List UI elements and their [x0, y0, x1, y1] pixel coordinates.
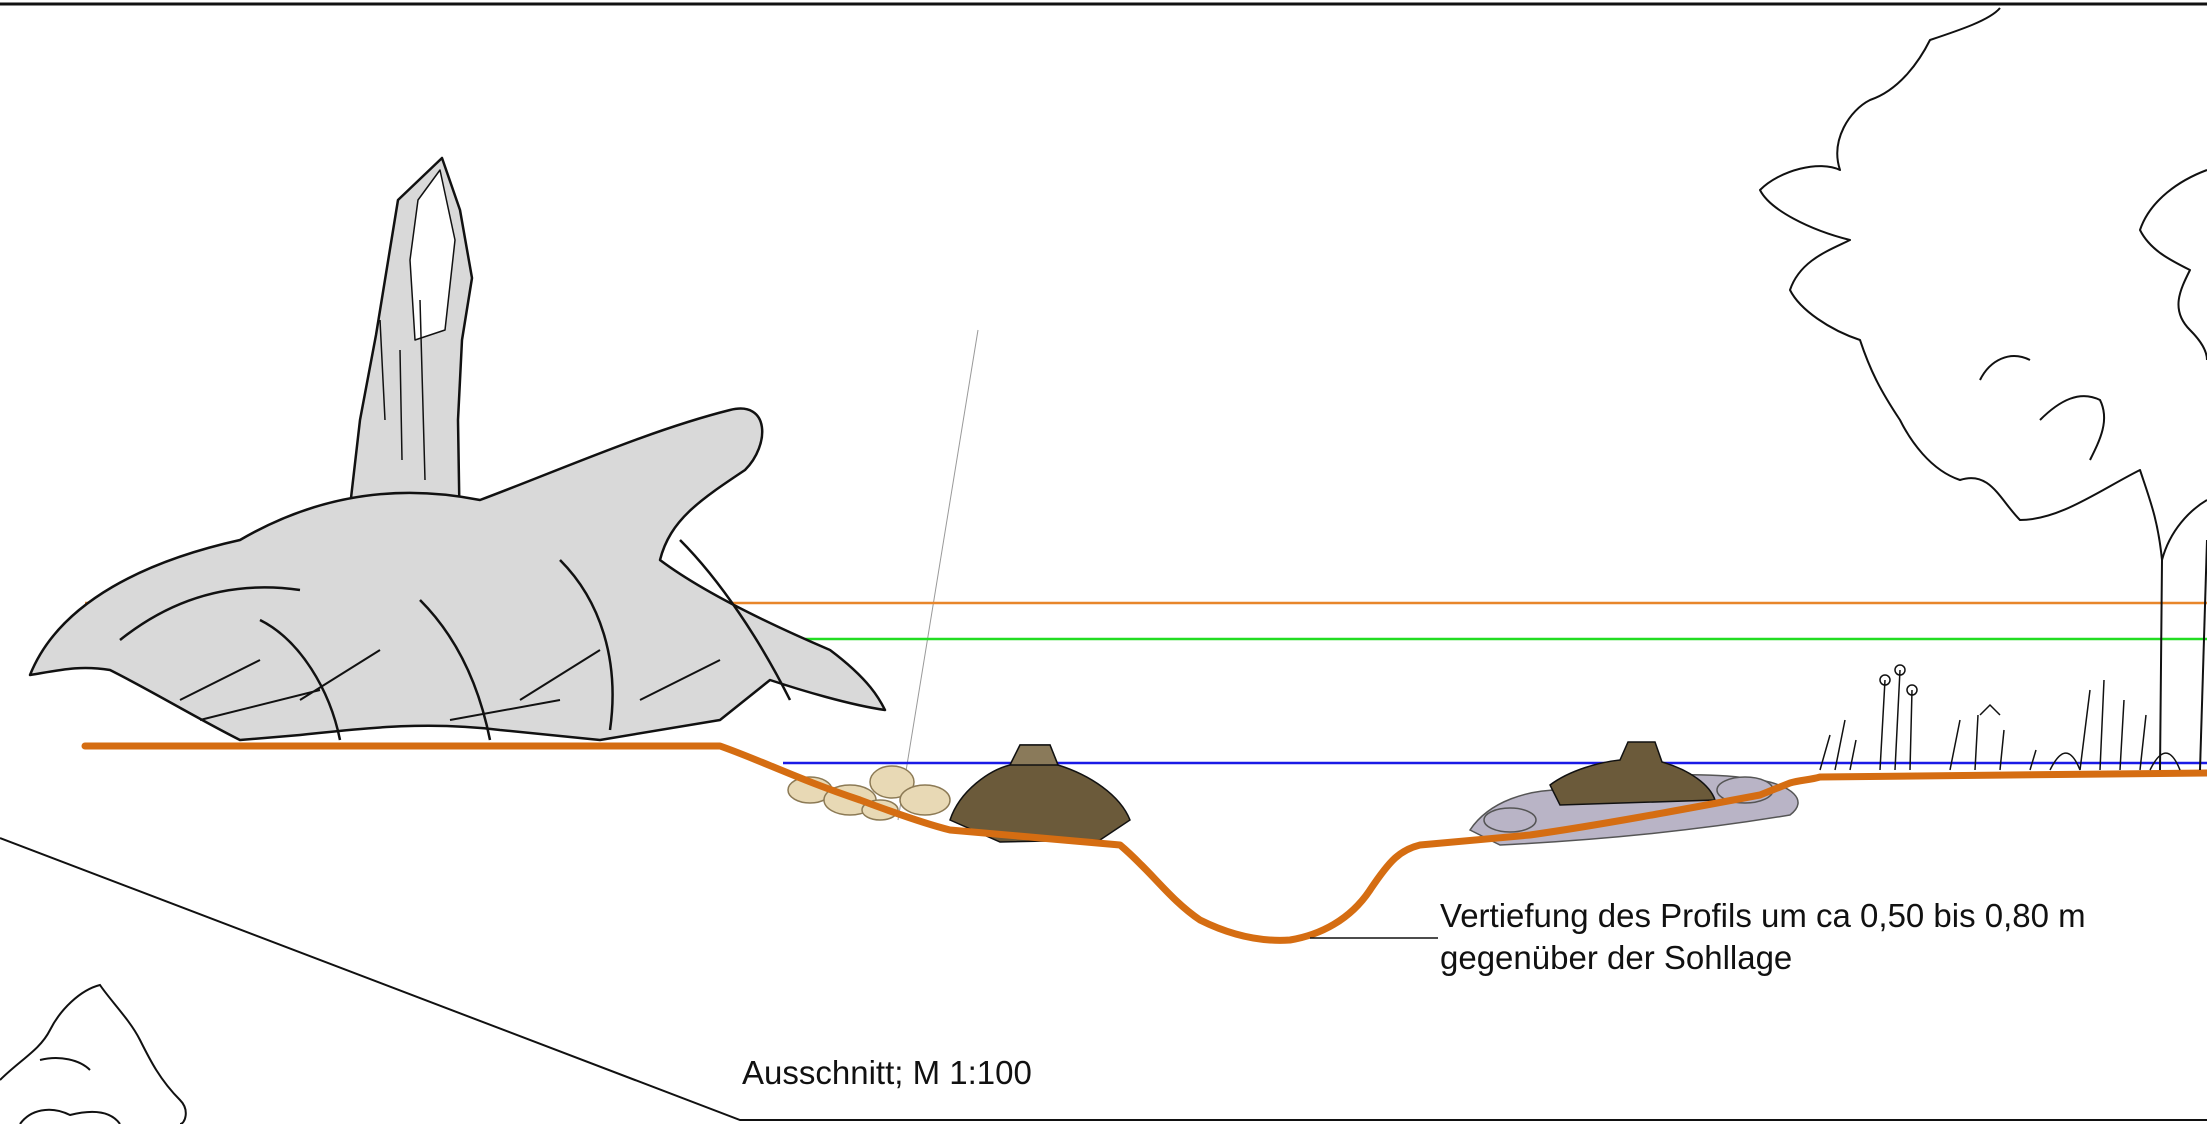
profile-depth-annotation: Vertiefung des Profils um ca 0,50 bis 0,…	[1440, 895, 2086, 979]
tree-outline-icon	[1759, 7, 2207, 771]
rock-and-stump-icon	[1468, 741, 1799, 846]
ground-profile-line	[81, 742, 2207, 944]
bottom-perspective-line	[0, 837, 2207, 1121]
stones-icon	[787, 765, 951, 821]
bush-outline-icon	[0, 983, 187, 1124]
thin-guide-line	[897, 329, 979, 821]
tree-stump-with-roots-icon	[28, 156, 887, 742]
scale-label: Ausschnitt; M 1:100	[742, 1054, 1032, 1091]
annotation-line-1: Vertiefung des Profils um ca 0,50 bis 0,…	[1440, 897, 2086, 934]
small-stump-icon	[949, 744, 1131, 843]
annotation-line-2: gegenüber der Sohllage	[1440, 939, 1793, 976]
plants-icon	[1819, 664, 2181, 771]
